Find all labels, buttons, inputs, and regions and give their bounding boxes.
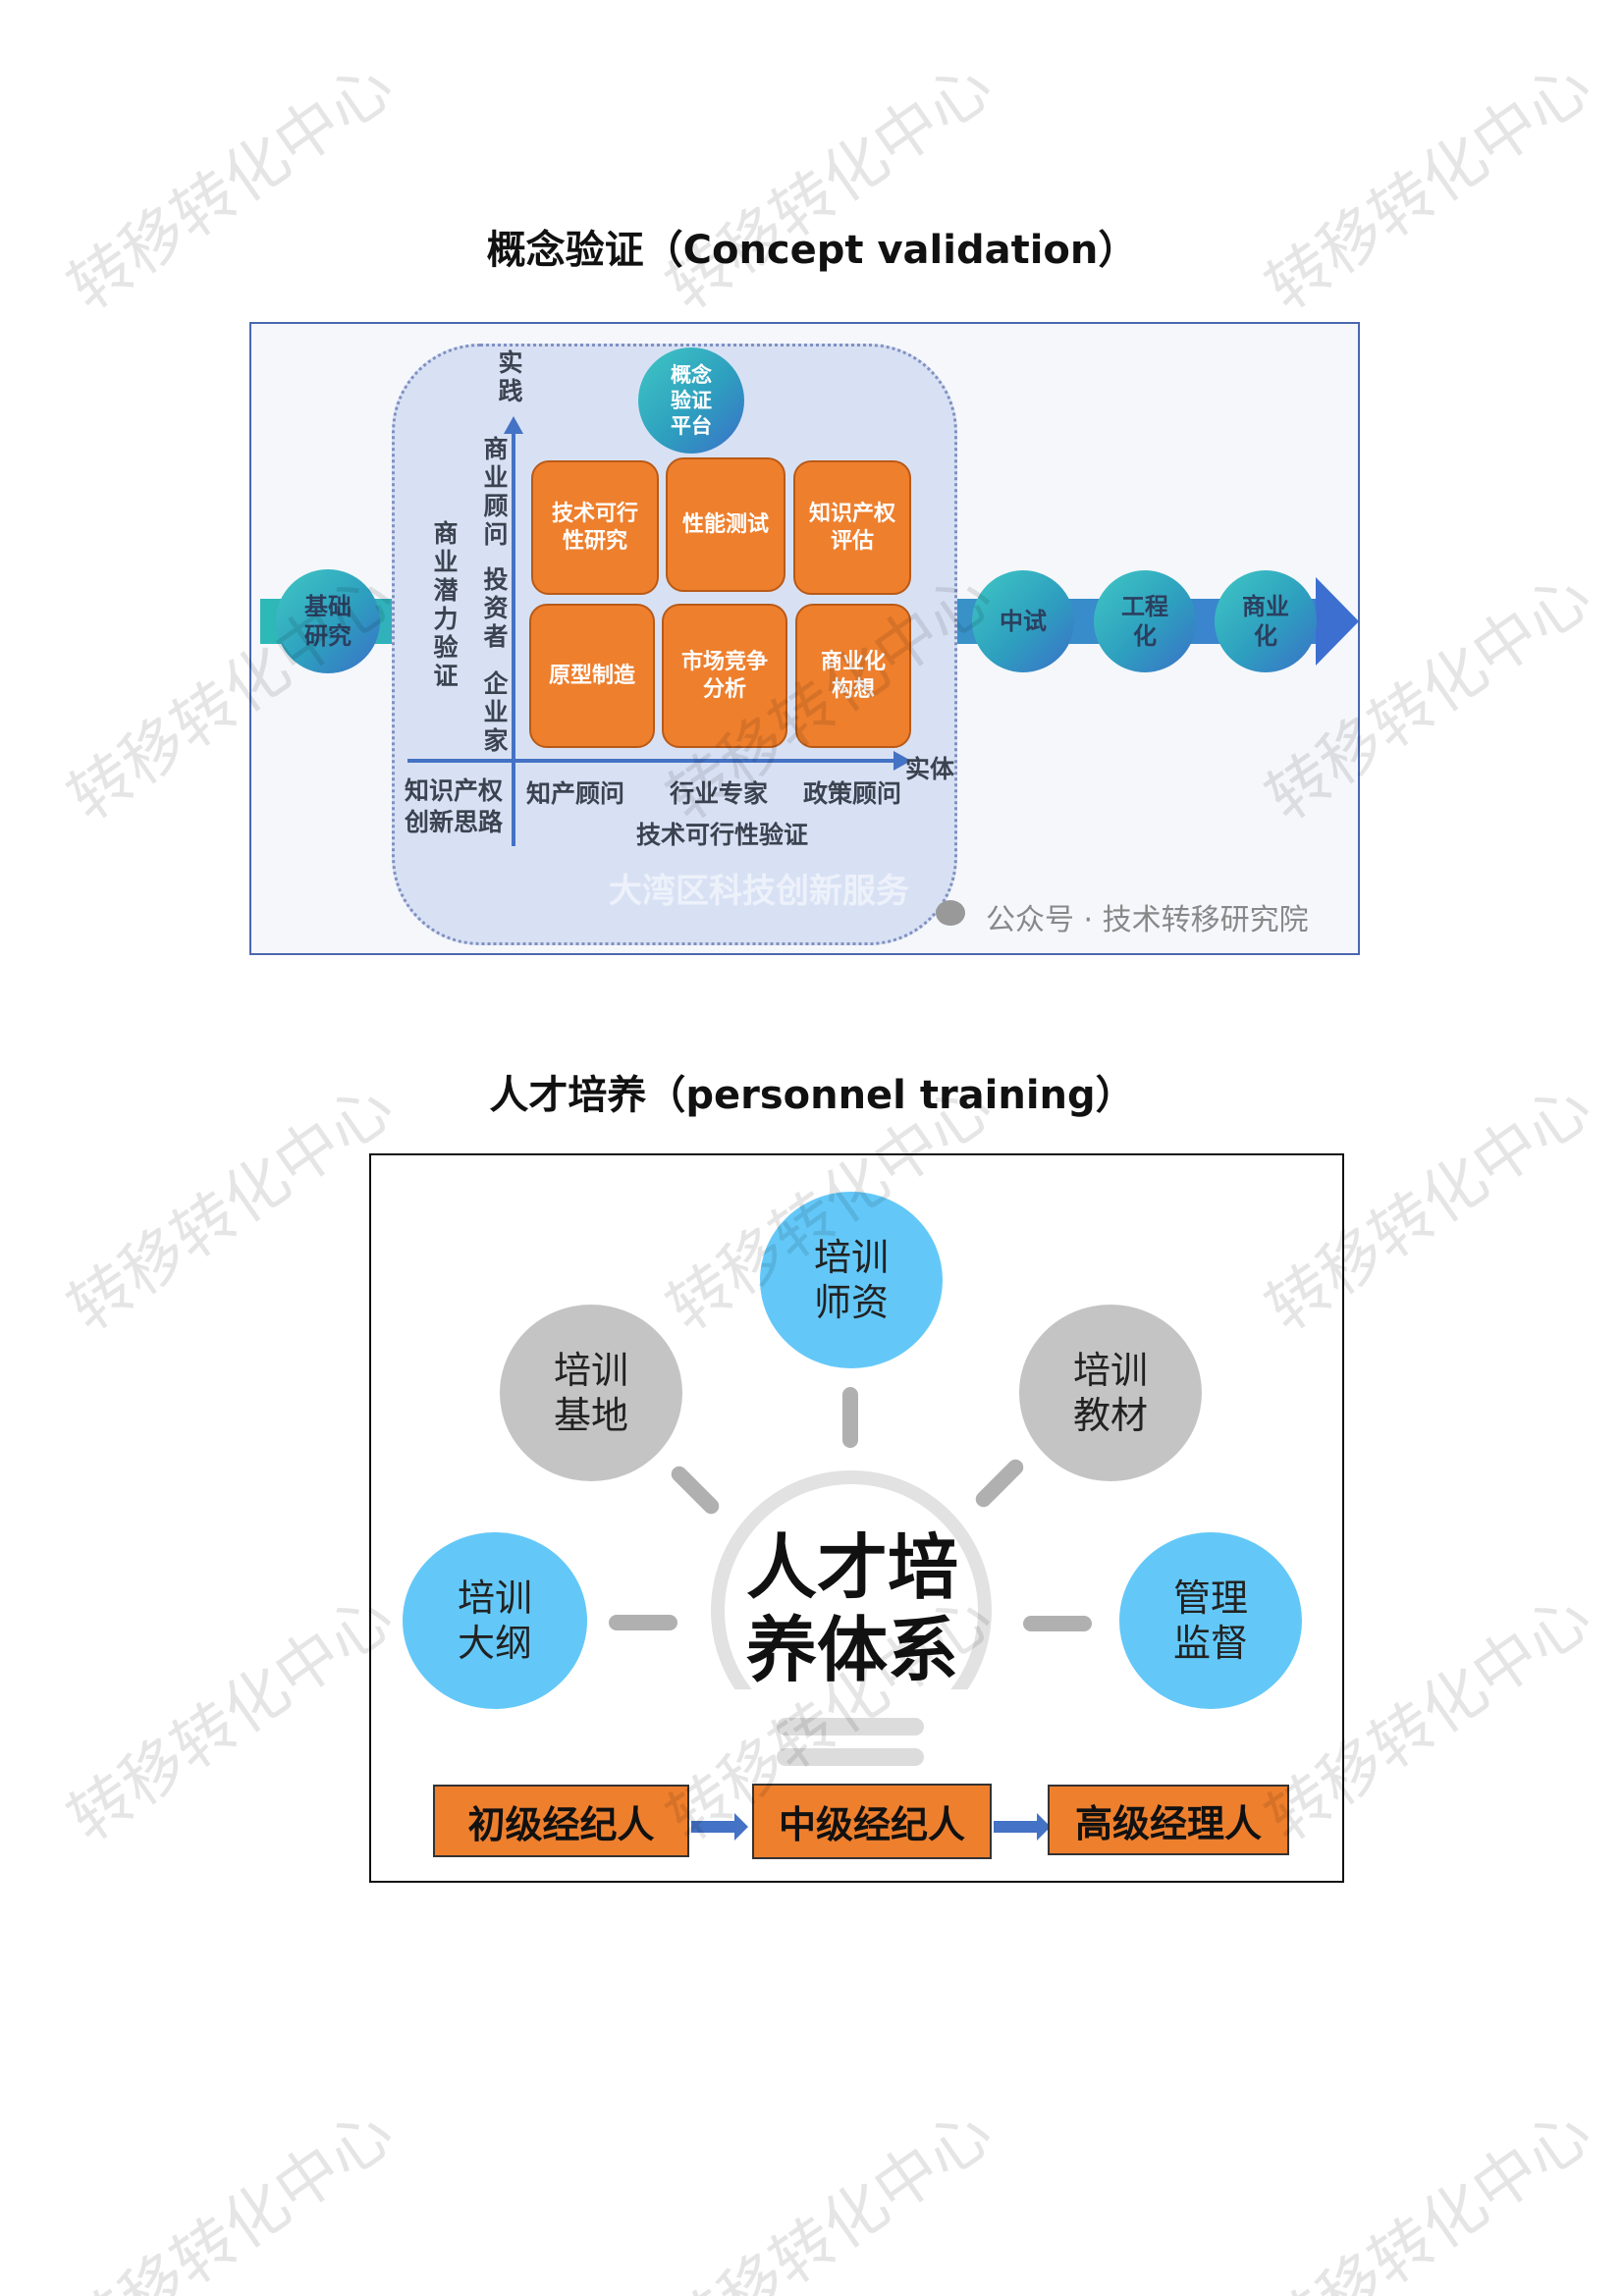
node-training-teachers: 培训 师资 bbox=[760, 1192, 943, 1368]
x-label-3: 政策顾问 bbox=[803, 779, 902, 808]
section-title-concept: 概念验证（Concept validation） bbox=[486, 228, 1138, 273]
watermark-text: 转移转化中心 bbox=[55, 1580, 406, 1857]
connector-top bbox=[842, 1387, 858, 1448]
connector-right bbox=[1023, 1616, 1092, 1631]
section-title-training: 人才培养（personnel training） bbox=[489, 1073, 1135, 1118]
arrow-right-icon bbox=[691, 1813, 748, 1841]
arrow-head-icon bbox=[1316, 577, 1359, 666]
level-junior-broker: 初级经纪人 bbox=[433, 1785, 689, 1857]
y-axis-label: 实践 bbox=[495, 349, 523, 406]
corner-label: 知识产权 创新思路 bbox=[405, 776, 504, 836]
stage-engineering: 工程 化 bbox=[1094, 570, 1196, 672]
box-market-analysis: 市场竞争 分析 bbox=[662, 604, 787, 748]
stage-commercialization: 商业 化 bbox=[1215, 570, 1317, 672]
level-intermediate-broker: 中级经纪人 bbox=[752, 1784, 992, 1859]
x-axis bbox=[407, 759, 898, 763]
box-ip-assessment: 知识产权 评估 bbox=[793, 460, 911, 595]
x-axis-label: 实体 bbox=[905, 755, 955, 783]
watermark-text: 转移转化中心 bbox=[1253, 49, 1604, 326]
y-side-label-1: 商业顾问 bbox=[480, 436, 509, 550]
node-training-syllabus: 培训 大纲 bbox=[403, 1532, 587, 1709]
concept-platform-node: 概念 验证 平台 bbox=[638, 347, 744, 454]
y-side-label-3: 企业家 bbox=[480, 670, 509, 756]
y-axis-arrow-icon bbox=[504, 416, 523, 434]
y-side-label-left: 商业潜力验证 bbox=[430, 520, 459, 691]
bulb-base-1 bbox=[777, 1718, 924, 1735]
center-title: 人才培 养体系 bbox=[745, 1526, 958, 1691]
node-training-materials: 培训 教材 bbox=[1019, 1305, 1202, 1481]
x-label-2: 行业专家 bbox=[670, 779, 769, 808]
box-prototype: 原型制造 bbox=[529, 604, 655, 748]
box-commercial-concept: 商业化 构想 bbox=[795, 604, 911, 748]
arrow-right-icon bbox=[994, 1813, 1051, 1841]
connector-left bbox=[609, 1615, 677, 1630]
watermark-text: 转移转化中心 bbox=[654, 49, 1005, 326]
bulb-base-2 bbox=[777, 1748, 924, 1766]
watermark-text: 转移转化中心 bbox=[654, 2096, 1005, 2296]
box-performance-test: 性能测试 bbox=[666, 457, 785, 592]
watermark-text: 转移转化中心 bbox=[1253, 2096, 1604, 2296]
x-caption: 技术可行性验证 bbox=[636, 821, 809, 849]
x-axis-arrow-icon bbox=[893, 751, 911, 771]
image-watermark: 大湾区科技创新服务 bbox=[609, 872, 909, 911]
watermark-text: 转移转化中心 bbox=[55, 2096, 406, 2296]
stage-basic-research: 基础 研究 bbox=[276, 569, 380, 673]
source-label: 公众号 · 技术转移研究院 bbox=[986, 903, 1309, 937]
stage-pilot: 中试 bbox=[972, 570, 1074, 672]
box-tech-feasibility: 技术可行 性研究 bbox=[531, 460, 659, 595]
node-management-supervision: 管理 监督 bbox=[1119, 1532, 1302, 1709]
wechat-icon bbox=[936, 900, 965, 926]
level-senior-manager: 高级经理人 bbox=[1048, 1785, 1289, 1855]
x-label-1: 知产顾问 bbox=[526, 779, 625, 808]
node-training-base: 培训 基地 bbox=[500, 1305, 682, 1481]
y-side-label-2: 投资者 bbox=[480, 566, 509, 652]
watermark-text: 转移转化中心 bbox=[55, 49, 406, 326]
y-axis bbox=[512, 424, 515, 846]
